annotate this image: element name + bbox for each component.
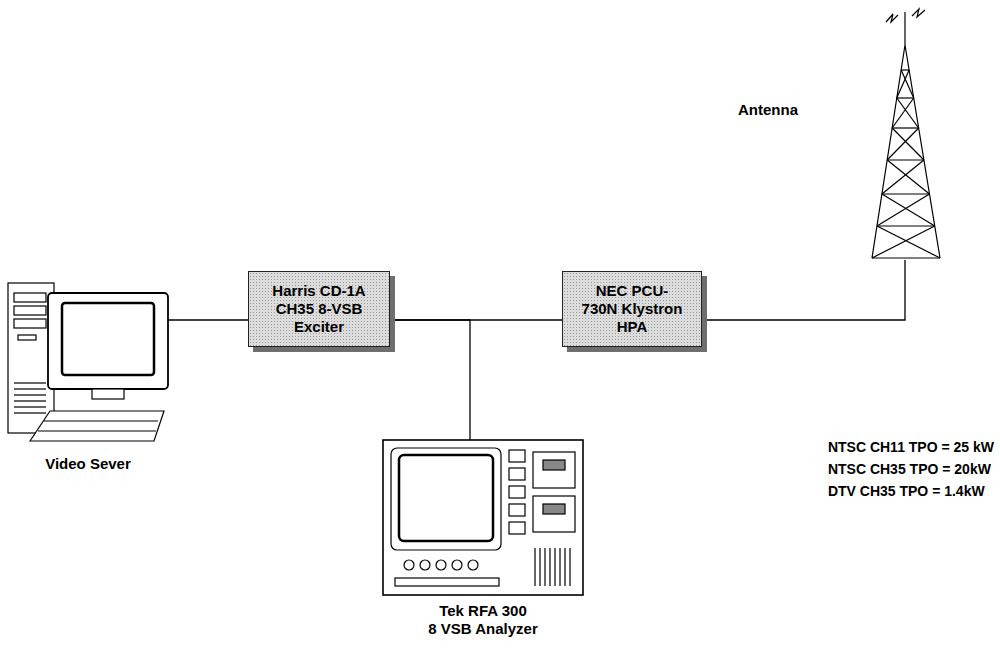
tower-brace [892, 98, 914, 128]
antenna-tower [872, 9, 940, 258]
drive-bay [14, 306, 46, 315]
key-row [38, 430, 156, 431]
tower-brace [887, 160, 929, 194]
tower-brace [897, 98, 919, 128]
node-caption: Tek RFA 300 [383, 602, 583, 620]
knob [468, 560, 478, 570]
drive-bay [14, 293, 46, 302]
drive-bay [14, 319, 46, 328]
slider-knob [543, 504, 565, 514]
tower-bar [877, 225, 935, 226]
screen-bezel [391, 448, 501, 550]
node-caption: 8 VSB Analyzer [383, 620, 583, 638]
tower-brace [892, 128, 924, 160]
tower-leg [872, 45, 940, 258]
tower-bar [887, 159, 924, 160]
grille-line [559, 548, 560, 586]
monitor-screen [62, 303, 154, 375]
box-label: Harris CD-1A CH35 8-VSB Exciter [263, 282, 375, 336]
signal-line [168, 319, 248, 320]
grille-line [569, 548, 570, 586]
front-slot [395, 578, 499, 586]
grille-line [564, 548, 565, 586]
tower-brace [877, 194, 930, 226]
box-label: NEC PCU-730N Klystron HPA [580, 282, 684, 336]
power-note: NTSC CH35 TPO = 20kW [828, 458, 994, 480]
tower-brace [887, 128, 918, 160]
signal-mark [912, 9, 925, 17]
key-row [44, 420, 158, 421]
monitor-housing [48, 293, 168, 389]
grille-line [554, 548, 555, 586]
grille-line [539, 548, 540, 586]
floppy-slot [18, 335, 36, 340]
signal-line [702, 260, 905, 320]
grille-line [534, 548, 535, 586]
signal-line [390, 320, 470, 440]
node-caption: Video Sever [8, 455, 168, 473]
exciter-box: Harris CD-1A CH35 8-VSB Exciter [248, 271, 390, 347]
computer-illustration [8, 283, 168, 441]
analyzer-case [383, 440, 583, 595]
button [509, 486, 525, 498]
slider-panel [533, 496, 575, 532]
tower-brace [872, 226, 935, 258]
tower-bar [901, 69, 909, 70]
vent-line [14, 394, 46, 395]
vent-line [14, 406, 46, 407]
knob [404, 560, 414, 570]
button-grille [535, 548, 570, 586]
grille-line [549, 548, 550, 586]
vent-line [14, 388, 46, 389]
amplifier-box: NEC PCU-730N Klystron HPA [562, 271, 702, 347]
server-node: Video Sever [8, 283, 168, 473]
signal-mark [886, 14, 898, 22]
knob [452, 560, 462, 570]
vent-line [14, 412, 46, 413]
antenna-mast [904, 12, 905, 45]
tower-bar [872, 257, 940, 258]
keyboard [30, 411, 164, 441]
label-group: NTSC CH11 TPO = 25 kWNTSC CH35 TPO = 20k… [828, 436, 994, 502]
knob [436, 560, 446, 570]
analyzer-illustration [383, 440, 583, 595]
knob [420, 560, 430, 570]
power-note: DTV CH35 TPO = 1.4kW [828, 480, 994, 502]
button [509, 504, 525, 516]
analyzer-node: Tek RFA 3008 VSB Analyzer [383, 440, 583, 638]
tower-brace [877, 226, 940, 258]
tower-bar [897, 97, 914, 98]
vent-line [14, 382, 46, 383]
antenna-node: Antenna [738, 15, 960, 260]
tower-bar [892, 127, 918, 128]
button [509, 522, 525, 534]
analyzer-screen [399, 455, 493, 541]
tower-brace [897, 70, 909, 98]
monitor-stand [92, 389, 124, 399]
power-note: NTSC CH11 TPO = 25 kW [828, 436, 994, 458]
button [509, 468, 525, 480]
tower-brace [882, 194, 935, 226]
slider-knob [543, 460, 565, 470]
slider-panel [533, 452, 575, 488]
button [509, 450, 525, 462]
tower-bar [882, 193, 930, 194]
grille-line [544, 548, 545, 586]
tower-brace [882, 160, 924, 194]
vent-line [14, 400, 46, 401]
node-caption: Antenna [738, 101, 960, 119]
